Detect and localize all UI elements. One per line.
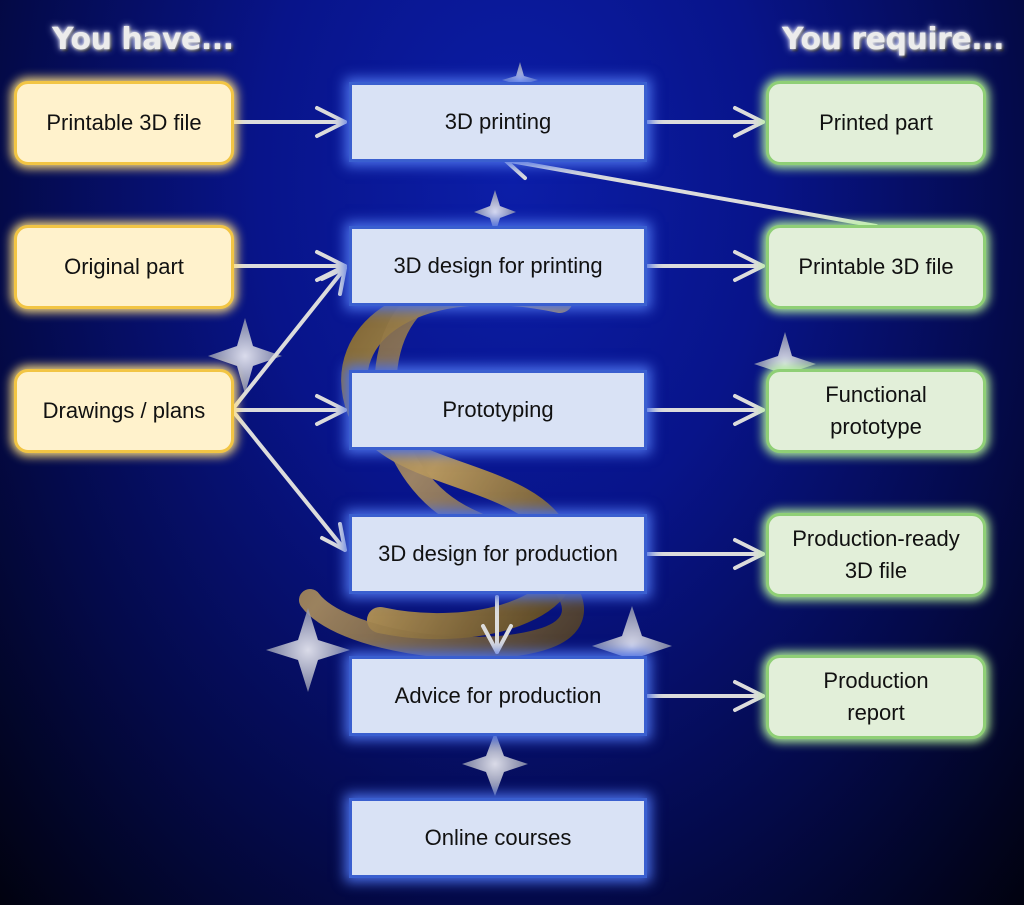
service-label: 3D design for production [378, 541, 618, 567]
input-label: Drawings / plans [42, 398, 206, 424]
service-prototyping[interactable]: Prototyping [349, 370, 647, 450]
service-label: 3D design for printing [393, 253, 603, 279]
output-production-ready-3d-file[interactable]: Production-ready 3D file [766, 513, 986, 597]
output-label: Printed part [819, 110, 933, 136]
arrow-production-design-to-advice [481, 595, 513, 654]
you-require-heading: You require... [782, 22, 1004, 57]
service-3d-design-for-production[interactable]: 3D design for production [349, 514, 647, 594]
service-label: Online courses [424, 825, 572, 851]
arrow-production-design-to-file [646, 538, 765, 570]
arrow-drawings-to-production-design [230, 408, 347, 552]
output-label: Printable 3D file [798, 254, 954, 280]
service-label: Prototyping [442, 397, 554, 423]
arrow-drawings-to-design [230, 266, 347, 412]
sparkle-icons [208, 62, 816, 796]
service-advice-for-production[interactable]: Advice for production [349, 656, 647, 736]
arrow-advice-to-report [646, 680, 765, 712]
you-have-heading: You have... [52, 22, 234, 57]
arrow-design-to-printable [646, 250, 765, 282]
service-online-courses[interactable]: Online courses [349, 798, 647, 878]
service-label: Advice for production [394, 683, 602, 709]
input-drawings-plans[interactable]: Drawings / plans [14, 369, 234, 453]
input-printable-3d-file[interactable]: Printable 3D file [14, 81, 234, 165]
output-label: Functional prototype [825, 382, 927, 439]
input-label: Original part [64, 254, 184, 280]
knot-logo [299, 279, 584, 659]
connectors [230, 106, 878, 712]
output-functional-prototype[interactable]: Functional prototype [766, 369, 986, 453]
service-label: 3D printing [444, 109, 552, 135]
output-label: Production report [823, 668, 929, 725]
arrow-printing-to-printed [646, 106, 765, 138]
arrow-prototyping-to-prototype [646, 394, 765, 426]
input-original-part[interactable]: Original part [14, 225, 234, 309]
arrow-printable-to-printing [230, 106, 347, 138]
output-printed-part[interactable]: Printed part [766, 81, 986, 165]
service-3d-design-for-printing[interactable]: 3D design for printing [349, 226, 647, 306]
input-label: Printable 3D file [46, 110, 202, 136]
output-production-report[interactable]: Production report [766, 655, 986, 739]
service-3d-printing[interactable]: 3D printing [349, 82, 647, 162]
arrow-drawings-to-prototyping [230, 394, 347, 426]
output-label: Production-ready 3D file [792, 526, 960, 583]
output-printable-3d-file[interactable]: Printable 3D file [766, 225, 986, 309]
